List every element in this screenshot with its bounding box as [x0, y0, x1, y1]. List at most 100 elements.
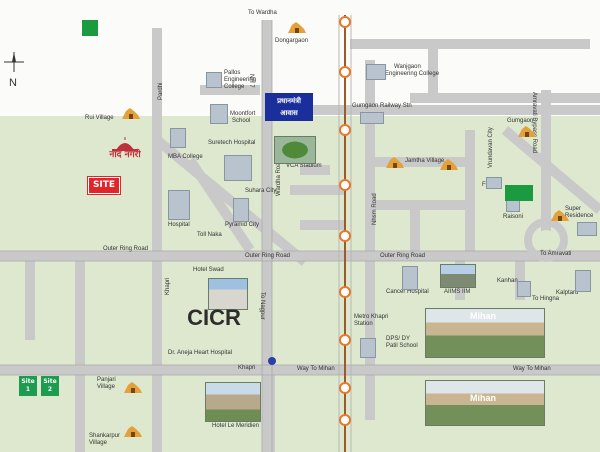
- label-pyramid-city: Pyramid City: [225, 222, 260, 228]
- label-moontfort: Moontfort: [230, 111, 256, 117]
- label-shankarpur: Shankarpur Village: [89, 433, 121, 446]
- le-meridien-photo: [205, 382, 261, 422]
- label-jamtha: Jamtha Village: [405, 158, 445, 164]
- label-aiims: AIIMS IIM: [444, 289, 471, 295]
- label-gumgaon-rly: Gumgaon Railway Stn: [352, 103, 412, 109]
- building-moontfort-icon: [210, 104, 228, 124]
- label-cancer-hospital: Cancer Hospital: [386, 289, 429, 295]
- label-college: College: [224, 84, 245, 90]
- label-nhsm-road: Nhsm Road: [372, 193, 378, 225]
- label-panjari: Panjari Village: [97, 377, 116, 390]
- metro-station-icon: [339, 286, 351, 298]
- building-pyramid-icon: [233, 198, 249, 222]
- site-1-badge: Site 1: [19, 376, 37, 396]
- project-logo: नाद नगरी: [100, 136, 150, 164]
- building-kalptaru-icon: [575, 270, 591, 292]
- road-right-diag: [501, 126, 600, 214]
- label-hotel-swad: Hotel Swad: [193, 267, 224, 273]
- site-2-badge: Site 2: [41, 376, 59, 396]
- metro-station-icon: [339, 414, 351, 426]
- hindi-sign-line-2: आवास: [280, 109, 298, 117]
- hindi-sign-line-1: प्रधानमंत्री: [277, 97, 301, 105]
- label-wardha-road: Wardha Road: [276, 159, 282, 196]
- temple-dongargaon-icon: [286, 20, 308, 34]
- label-suretech: Suretech Hospital: [208, 140, 256, 146]
- building-wanjgaon-icon: [366, 64, 386, 80]
- roundabout-center: [536, 230, 556, 250]
- roundabout-right: [524, 218, 568, 262]
- temple-rui-icon: [120, 106, 142, 120]
- site-badge: SITE: [88, 177, 120, 194]
- temple-gumgaon-icon: [516, 124, 538, 138]
- green-plot-marker-top: [82, 20, 98, 36]
- label-vca-stadium: VCA Stadium: [286, 163, 322, 169]
- compass-north-label: N: [9, 77, 17, 89]
- building-pallos-icon: [206, 72, 222, 88]
- building-super-residence-icon: [577, 222, 597, 236]
- label-raisoni: Raisoni: [503, 214, 524, 220]
- label-khapri: Khapri: [238, 365, 256, 371]
- label-outer-ring-road: Outer Ring Road: [103, 246, 149, 252]
- building-cancer-icon: [402, 266, 418, 290]
- label-school: School: [232, 118, 251, 124]
- label-engineering: Engineering: [224, 77, 257, 83]
- metro-station-icon: [339, 382, 351, 394]
- label-sohara-city: Suhara City: [245, 188, 277, 194]
- mihan-label-2: Mihan: [470, 393, 496, 403]
- temple-jamtha2-icon: [438, 157, 460, 171]
- temple-super-icon: [549, 208, 571, 222]
- compass-icon: [4, 52, 24, 72]
- site-1-number: 1: [25, 386, 31, 393]
- metro-station-icon: [339, 66, 351, 78]
- label-wanjgaon: Wanjgaon: [394, 64, 421, 70]
- hindi-sign: प्रधानमंत्री आवास: [265, 93, 313, 121]
- label-pardi: Pardhi: [158, 82, 164, 100]
- mihan-photo-2: Mihan: [425, 380, 545, 426]
- site-1-label: Site: [21, 378, 35, 385]
- metro-station-icon: [339, 334, 351, 346]
- label-way-to-mihan: Way To Mihan: [297, 366, 335, 372]
- temple-panjari-icon: [122, 380, 144, 394]
- building-kanhan-icon: [517, 281, 531, 297]
- building-suretech-icon: [224, 155, 252, 181]
- label-dongargaon: Dongargaon: [275, 38, 309, 44]
- hotel-swad-photo: [208, 278, 248, 310]
- label-mba-college: MBA College: [168, 154, 203, 160]
- metro-station-icon: [339, 16, 351, 28]
- label-nh7: NH 7: [248, 74, 254, 88]
- label-outer-ring-road-2: Outer Ring Road: [245, 253, 291, 259]
- site-2-label: Site: [43, 378, 57, 385]
- metro-station-icon: [339, 230, 351, 242]
- site-2-number: 2: [47, 386, 53, 393]
- metro-station-icon: [339, 124, 351, 136]
- green-plot-marker: [505, 185, 533, 201]
- mihan-photo-1: Mihan: [425, 308, 545, 358]
- label-amravati-road: Amravati Bypass Road: [531, 92, 537, 154]
- label-to-hingna: To Hingna: [532, 296, 560, 302]
- label-dr-aneja: Dr. Aneja Heart Hospital: [168, 350, 233, 356]
- mihan-label-1: Mihan: [470, 311, 496, 321]
- aiims-photo: [440, 264, 476, 288]
- building-mba-icon: [170, 128, 186, 148]
- label-khapri-road: Khapri: [165, 277, 171, 295]
- label-kanhan: Kanhan: [497, 278, 518, 284]
- label-kalptaru: Kalptaru: [556, 290, 579, 296]
- label-dps: DPS/ DY Patil School: [386, 336, 418, 349]
- label-outer-ring-road-3: Outer Ring Road: [380, 253, 426, 259]
- label-vrundavan: Vrundavan City: [488, 127, 494, 168]
- label-hospital: Hospital: [168, 222, 190, 228]
- label-way-to-mihan-2: Way To Mihan: [513, 366, 551, 372]
- building-railway-icon: [360, 112, 384, 124]
- project-dome-icon: [112, 137, 138, 151]
- metro-station-icon: [339, 179, 351, 191]
- building-hospital-icon: [168, 190, 190, 220]
- temple-jamtha-icon: [384, 155, 406, 169]
- project-name: नाद नगरी: [109, 150, 141, 160]
- label-rui-village: Rui Village: [85, 115, 114, 121]
- label-to-nagpur: To Nagpur: [259, 292, 265, 320]
- building-raisoni-icon: [506, 200, 520, 212]
- label-to-amravati: To Amravati: [540, 251, 572, 257]
- compass: N: [2, 50, 26, 89]
